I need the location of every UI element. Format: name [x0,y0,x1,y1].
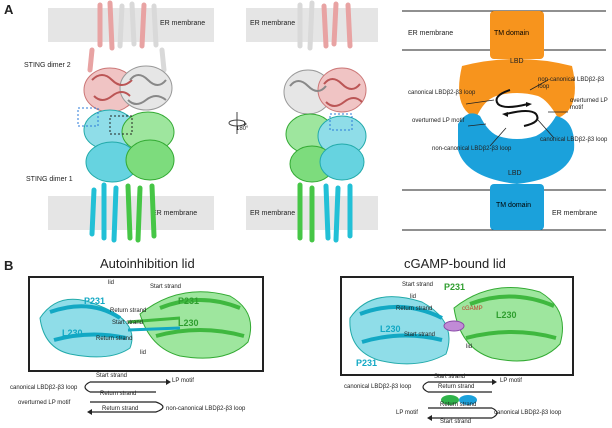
p231-top-label: P231 [444,282,466,292]
diagram-canonical-loop: canonical LBDβ2-β3 loop [10,385,78,391]
autoinhibition-lid-box [28,276,264,372]
diagram-lp-motif: LP motif [500,378,522,384]
diagram-start-strand-2: Start strand [440,419,472,425]
diagram-return-strand: Return strand [438,384,475,390]
diagram-lp-motif-2: LP motif [396,410,418,416]
diagram-canonical-loop: canonical LBDβ2-β3 loop [344,384,412,390]
schematic-noncanonical-loop-bottom: non-canonical LBDβ2-β3 loop [432,146,512,152]
l230-right-label: L230 [178,318,199,328]
lid-bottom-label: lid [466,344,473,350]
er-membrane-label: ER membrane [250,210,296,217]
schematic-lbd-top: LBD [510,58,524,65]
schematic-tm-domain-bottom: TM domain [496,202,532,209]
rotate-180-icon [228,112,247,134]
schematic-er-membrane-top: ER membrane [408,30,454,37]
return-strand-lower-label: Return strand [96,336,133,342]
autoinhibition-topology-diagram [84,379,171,415]
p231-right-label: P231 [178,296,200,306]
sting-schematic [402,10,606,231]
cgamp-label: cGAMP [462,306,483,312]
er-membrane-label: ER membrane [160,20,206,27]
diagram-start-strand: Start strand [96,373,128,379]
l230-left-label: L230 [380,324,401,334]
schematic-overturned-lp-left: overturned LP motif [412,118,465,124]
schematic-lbd-bottom: LBD [508,170,522,177]
return-strand-mid-label: Return strand [110,308,147,314]
schematic-er-membrane-bottom: ER membrane [552,210,598,217]
l230-right-label: L230 [496,310,517,320]
diagram-canonical-loop-2: canonical LBDβ2-β3 loop [494,410,562,416]
schematic-noncanonical-loop-top: non-canonical LBDβ2-β3 loop [538,77,605,90]
autoinhibition-lid-title: Autoinhibition lid [100,256,195,271]
return-strand-label: Return strand [396,306,433,312]
er-membrane-label: ER membrane [152,210,198,217]
lid-label: lid [108,280,115,286]
schematic-overturned-lp-right: overturned LP motif [570,98,608,111]
start-strand-label: Start strand [402,282,434,288]
schematic-tm-domain-top: TM domain [494,30,530,37]
cgamp-topology-diagram [422,379,498,421]
diagram-return-strand-2: Return strand [440,402,477,408]
cgamp-bound-structure [349,287,563,365]
diagram-return-strand-2: Return strand [102,406,139,412]
sting-dimer-1-label: STING dimer 1 [26,176,73,183]
diagram-overturned-lp: overturned LP motif [18,400,71,406]
p231-bottom-label: P231 [356,358,378,368]
cgamp-bound-lid-box [340,276,574,376]
cgamp-bound-lid-title: cGAMP-bound lid [404,256,506,271]
schematic-canonical-loop-left: canonical LBDβ2-β3 loop [408,90,476,96]
diagram-noncanonical-loop: non-canonical LBDβ2-β3 loop [166,406,246,412]
panel-b-label: B [4,258,14,273]
l230-left-label: L230 [62,328,83,338]
sting-tetramer-structure-rotated [283,0,367,243]
start-strand-label: Start strand [150,284,182,290]
diagram-lp-motif: LP motif [172,378,194,384]
start-strand-2-label: Start strand [404,332,436,338]
diagram-start-strand: Start strand [434,374,466,380]
schematic-canonical-loop-right: canonical LBDβ2-β3 loop [540,137,608,143]
start-strand-mid-label: Start strand [112,320,144,326]
autoinhibition-structure [39,291,252,359]
lid-bottom-label: lid [140,350,147,356]
er-membrane-label: ER membrane [250,20,296,27]
panel-a-label: A [4,2,14,17]
sting-dimer-2-label: STING dimer 2 [24,62,71,69]
rotation-label: 180° [236,126,249,132]
diagram-return-strand: Return strand [100,391,137,397]
p231-left-label: P231 [84,296,106,306]
sting-tetramer-structure-left [77,0,175,243]
lid-left-label: lid [410,294,417,300]
